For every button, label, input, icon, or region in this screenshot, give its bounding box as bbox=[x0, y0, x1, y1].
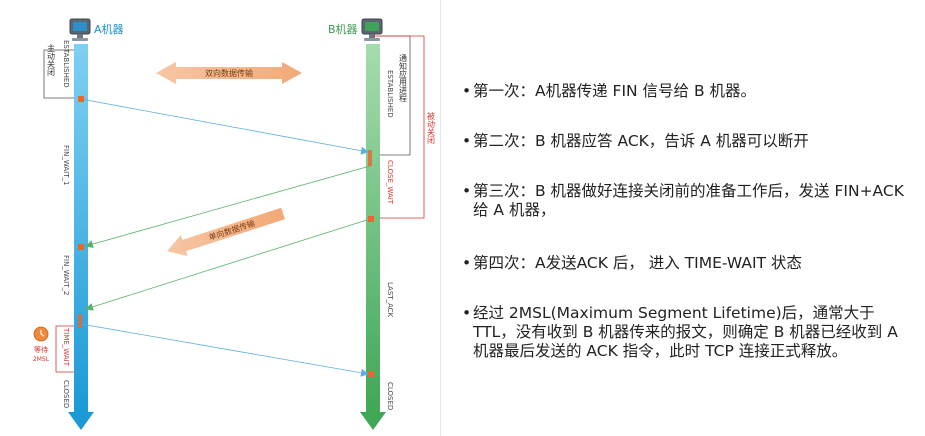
diagram-canvas: A机器 B机器 主动关闭 ESTABLISHED FIN_WAIT_1 FIN_… bbox=[33, 18, 436, 430]
unidirectional-transfer-banner: 单向数据传输 bbox=[167, 207, 285, 257]
b-state-established: ESTABLISHED bbox=[386, 70, 394, 118]
machine-a-computer-icon bbox=[69, 18, 91, 41]
bullet: • bbox=[462, 82, 472, 100]
marker-b-receive-fin bbox=[368, 150, 372, 166]
note-text: 第一次：A机器传递 FIN 信号给 B 机器。 bbox=[473, 82, 757, 100]
notify-app-label: 通知应用进程 bbox=[399, 53, 408, 103]
tcp-four-way-handshake-diagram: A机器 B机器 主动关闭 ESTABLISHED FIN_WAIT_1 FIN_… bbox=[0, 0, 441, 436]
b-state-closed: CLOSED bbox=[386, 382, 394, 410]
machine-b-timeline bbox=[360, 44, 386, 430]
message-fin-a-to-b bbox=[80, 98, 369, 155]
marker-b-send-fin bbox=[368, 216, 374, 222]
b-state-last-ack: LAST_ACK bbox=[386, 282, 394, 318]
wait-label: 等待 bbox=[34, 345, 48, 354]
active-close-bracket bbox=[43, 49, 74, 99]
marker-b-receive-ack bbox=[368, 371, 374, 377]
message-fin-ack-b-to-a bbox=[85, 218, 371, 311]
a-state-established: ESTABLISHED bbox=[62, 40, 70, 88]
wait-duration: 2MSL bbox=[33, 356, 50, 363]
bullet: • bbox=[462, 132, 472, 150]
svg-text:被动关闭: 被动关闭 bbox=[427, 111, 436, 145]
active-close-label: 主动关闭 bbox=[47, 43, 56, 77]
bullet: • bbox=[462, 254, 472, 272]
marker-a-send-fin bbox=[78, 96, 84, 102]
note-step-2: • 第二次：B 机器应答 ACK，告诉 A 机器可以断开 bbox=[462, 132, 907, 151]
passive-close-label: 被动关闭 bbox=[427, 111, 436, 145]
note-step-3: • 第三次：B 机器做好连接关闭前的准备工作后，发送 FIN+ACK给 A 机器… bbox=[462, 182, 907, 220]
machine-b-label: B机器 bbox=[328, 22, 358, 36]
time-wait-bracket bbox=[55, 325, 74, 373]
note-text: 第四次：A发送ACK 后， 进入 TIME-WAIT 状态 bbox=[473, 254, 802, 272]
b-state-close-wait: CLOSE_WAIT bbox=[386, 160, 394, 205]
machine-a-label: A机器 bbox=[94, 22, 124, 36]
passive-close-bracket bbox=[372, 35, 425, 219]
message-ack-b-to-a bbox=[85, 165, 371, 248]
machine-b-computer-icon bbox=[361, 18, 383, 41]
handshake-notes: • 第一次：A机器传递 FIN 信号给 B 机器。 • 第二次：B 机器应答 A… bbox=[462, 0, 917, 436]
bidirectional-transfer-label: 双向数据传输 bbox=[205, 68, 253, 78]
message-ack-a-to-b bbox=[80, 323, 369, 377]
bullet: • bbox=[462, 182, 472, 200]
note-text: 经过 2MSL(Maximum Segment Lifetime)后，通常大于T… bbox=[473, 304, 898, 360]
note-step-5: • 经过 2MSL(Maximum Segment Lifetime)后，通常大… bbox=[462, 304, 907, 361]
note-step-4: • 第四次：A发送ACK 后， 进入 TIME-WAIT 状态 bbox=[462, 254, 907, 273]
a-state-time-wait: TIME_WAIT bbox=[62, 327, 70, 367]
a-state-fin-wait-1: FIN_WAIT_1 bbox=[62, 145, 70, 185]
clock-icon bbox=[33, 326, 49, 342]
svg-text:主动关闭: 主动关闭 bbox=[47, 43, 56, 77]
bullet: • bbox=[462, 304, 472, 322]
a-state-closed: CLOSED bbox=[62, 380, 70, 408]
note-text: 第二次：B 机器应答 ACK，告诉 A 机器可以断开 bbox=[473, 132, 809, 150]
svg-text:通知应用进程: 通知应用进程 bbox=[399, 53, 408, 103]
marker-a-receive-ack bbox=[78, 244, 84, 250]
note-text: 第三次：B 机器做好连接关闭前的准备工作后，发送 FIN+ACK给 A 机器， bbox=[473, 182, 904, 219]
machine-a-timeline bbox=[68, 44, 94, 430]
note-step-1: • 第一次：A机器传递 FIN 信号给 B 机器。 bbox=[462, 82, 907, 101]
bidirectional-transfer-banner: 双向数据传输 bbox=[156, 62, 302, 84]
a-state-fin-wait-2: FIN_WAIT_2 bbox=[62, 255, 70, 295]
marker-a-receive-fin bbox=[78, 314, 82, 328]
